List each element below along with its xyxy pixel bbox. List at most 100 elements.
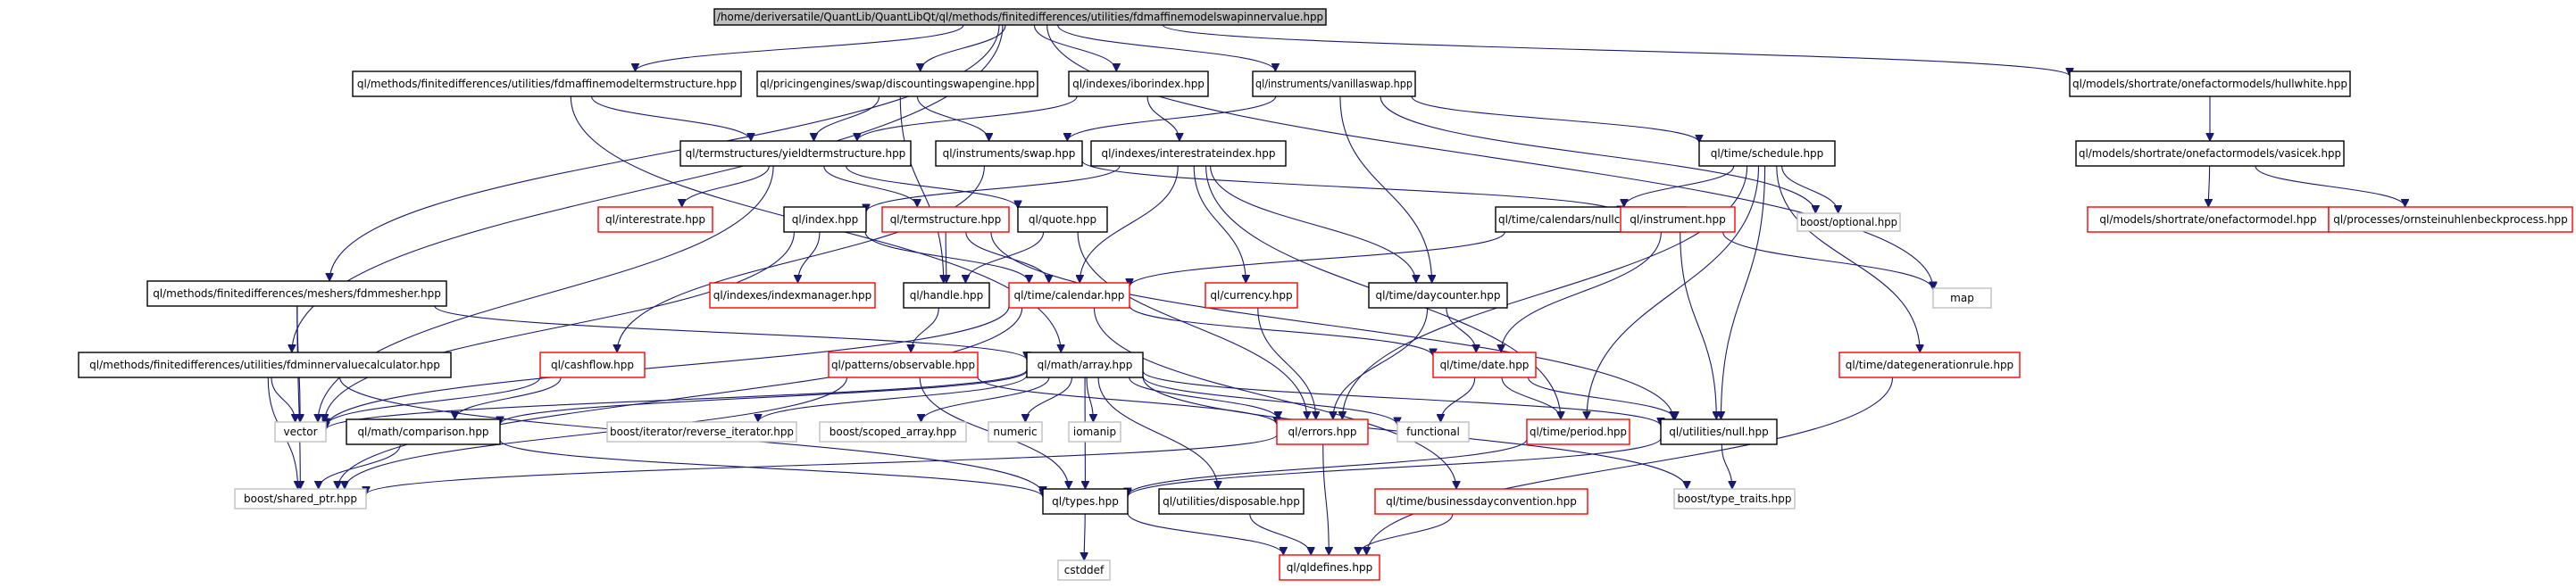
edge-currency-to-errors bbox=[1257, 307, 1316, 419]
node-qldefines[interactable]: ql/qldefines.hpp bbox=[1279, 554, 1380, 581]
node-label-irindex: ql/indexes/interestrateindex.hpp bbox=[1101, 147, 1275, 160]
node-box-dategenrule bbox=[1838, 352, 2021, 378]
node-currency[interactable]: ql/currency.hpp bbox=[1205, 282, 1298, 309]
node-cashflow[interactable]: ql/cashflow.hpp bbox=[539, 352, 646, 378]
node-label-vector: vector bbox=[283, 426, 317, 438]
node-label-cashflow: ql/cashflow.hpp bbox=[551, 359, 634, 371]
edge-yieldts-to-interestrate bbox=[682, 165, 770, 208]
edge-quote-to-errors bbox=[1077, 231, 1307, 419]
node-box-interestrate bbox=[597, 206, 713, 233]
edge-daycounter-to-errors bbox=[1333, 307, 1429, 419]
node-box-fdmaffts bbox=[352, 70, 742, 97]
edge-schedule-to-dategenrule bbox=[1776, 165, 1920, 352]
node-box-array bbox=[1026, 352, 1144, 378]
node-calendar[interactable]: ql/time/calendar.hpp bbox=[1008, 282, 1130, 309]
node-label-handle: ql/handle.hpp bbox=[910, 289, 984, 302]
node-ornstein[interactable]: ql/processes/ornsteinuhlenbeckprocess.hp… bbox=[2328, 206, 2573, 233]
node-types[interactable]: ql/types.hpp bbox=[1042, 488, 1129, 515]
node-functional: functional bbox=[1396, 421, 1470, 443]
node-box-bdconv bbox=[1374, 488, 1588, 515]
node-index[interactable]: ql/index.hpp bbox=[783, 206, 867, 233]
node-schedule[interactable]: ql/time/schedule.hpp bbox=[1698, 140, 1836, 167]
node-label-null: ql/utilities/null.hpp bbox=[1669, 426, 1769, 438]
node-box-observable bbox=[828, 352, 979, 378]
node-box-cashflow bbox=[539, 352, 646, 378]
node-label-scoped: boost/scoped_array.hpp bbox=[829, 426, 957, 438]
edge-array-to-numeric bbox=[1025, 377, 1072, 423]
edge-array-to-functional bbox=[1142, 376, 1397, 426]
node-label-optional: boost/optional.hpp bbox=[1800, 216, 1897, 228]
edge-comparison-to-types bbox=[499, 439, 1043, 498]
node-instrument[interactable]: ql/instrument.hpp bbox=[1620, 206, 1736, 233]
node-termstructure[interactable]: ql/termstructure.hpp bbox=[881, 206, 1010, 233]
node-array[interactable]: ql/math/array.hpp bbox=[1026, 352, 1144, 378]
node-comparison[interactable]: ql/math/comparison.hpp bbox=[346, 418, 501, 445]
node-innercalc[interactable]: ql/methods/finitedifferences/utilities/f… bbox=[78, 352, 452, 378]
node-yieldts[interactable]: ql/termstructures/yieldtermstructure.hpp bbox=[679, 140, 912, 167]
node-label-array: ql/math/array.hpp bbox=[1038, 359, 1133, 371]
edge-cashflow-to-comparison bbox=[454, 377, 562, 420]
node-period[interactable]: ql/time/period.hpp bbox=[1526, 418, 1630, 445]
node-hullwhite[interactable]: ql/models/shortrate/onefactormodels/hull… bbox=[2069, 70, 2351, 97]
edge-observable-to-shared bbox=[345, 377, 848, 489]
node-box-map bbox=[1932, 287, 1992, 309]
node-label-swap: ql/instruments/swap.hpp bbox=[943, 147, 1076, 160]
node-errors[interactable]: ql/errors.hpp bbox=[1276, 418, 1369, 445]
node-bdconv[interactable]: ql/time/businessdayconvention.hpp bbox=[1374, 488, 1588, 515]
node-dategenrule[interactable]: ql/time/dategenerationrule.hpp bbox=[1838, 352, 2021, 378]
node-quote[interactable]: ql/quote.hpp bbox=[1017, 206, 1108, 233]
edge-array-to-revit bbox=[758, 375, 1028, 423]
node-label-numeric: numeric bbox=[993, 426, 1037, 438]
node-box-typetraits bbox=[1673, 488, 1796, 509]
node-vasicek[interactable]: ql/models/shortrate/onefactormodels/vasi… bbox=[2075, 140, 2345, 167]
node-box-swap bbox=[935, 140, 1083, 167]
node-interestrate[interactable]: ql/interestrate.hpp bbox=[597, 206, 713, 233]
node-date[interactable]: ql/time/date.hpp bbox=[1432, 352, 1537, 378]
node-box-daycounter bbox=[1368, 282, 1508, 309]
node-label-onefactor: ql/models/shortrate/onefactormodel.hpp bbox=[2099, 213, 2316, 226]
node-observable[interactable]: ql/patterns/observable.hpp bbox=[828, 352, 979, 378]
node-label-yieldts: ql/termstructures/yieldtermstructure.hpp bbox=[686, 147, 906, 160]
edge-irindex-to-index bbox=[866, 165, 1121, 212]
node-iborindex[interactable]: ql/indexes/iborindex.hpp bbox=[1068, 70, 1209, 97]
node-box-iomanip bbox=[1068, 421, 1121, 443]
edge-swap-to-instrument bbox=[1081, 160, 1621, 215]
node-label-ornstein: ql/processes/ornsteinuhlenbeckprocess.hp… bbox=[2333, 213, 2568, 226]
node-box-disposable bbox=[1158, 488, 1305, 515]
node-box-cstddef bbox=[1057, 559, 1111, 581]
node-box-shared bbox=[234, 488, 367, 509]
node-label-iborindex: ql/indexes/iborindex.hpp bbox=[1072, 78, 1205, 90]
node-irindex[interactable]: ql/indexes/interestrateindex.hpp bbox=[1090, 140, 1287, 167]
node-box-discswap bbox=[756, 70, 1038, 97]
node-handle[interactable]: ql/handle.hpp bbox=[903, 282, 990, 309]
dependency-edges bbox=[267, 24, 2405, 560]
node-root[interactable]: /home/deriversatile/QuantLib/QuantLibQt/… bbox=[713, 8, 1327, 26]
edge-quote-to-handle bbox=[965, 231, 1045, 284]
node-indexmanager[interactable]: ql/indexes/indexmanager.hpp bbox=[709, 282, 876, 309]
node-box-null bbox=[1660, 418, 1778, 445]
edge-array-to-iomanip bbox=[1086, 377, 1093, 422]
node-discswap[interactable]: ql/pricingengines/swap/discountingswapen… bbox=[756, 70, 1038, 97]
node-box-qldefines bbox=[1279, 554, 1380, 581]
node-label-iomanip: iomanip bbox=[1073, 426, 1116, 438]
edge-swap-to-cashflow bbox=[617, 165, 985, 352]
node-vanillaswap[interactable]: ql/instruments/vanillaswap.hpp bbox=[1252, 70, 1416, 97]
node-box-errors bbox=[1276, 418, 1369, 445]
node-fdmaffts[interactable]: ql/methods/finitedifferences/utilities/f… bbox=[352, 70, 742, 97]
edge-termstructure-to-null bbox=[990, 231, 1673, 419]
node-swap[interactable]: ql/instruments/swap.hpp bbox=[935, 140, 1083, 167]
edge-errors-to-qldefines bbox=[1322, 443, 1330, 555]
node-map: map bbox=[1932, 287, 1992, 309]
edge-discswap-to-swap bbox=[916, 95, 988, 142]
node-box-vanillaswap bbox=[1252, 70, 1416, 97]
node-daycounter[interactable]: ql/time/daycounter.hpp bbox=[1368, 282, 1508, 309]
node-disposable[interactable]: ql/utilities/disposable.hpp bbox=[1158, 488, 1305, 515]
node-onefactor[interactable]: ql/models/shortrate/onefactormodel.hpp bbox=[2087, 206, 2330, 233]
node-box-date bbox=[1432, 352, 1537, 378]
edge-root-to-hullwhite bbox=[1162, 24, 2070, 77]
node-null[interactable]: ql/utilities/null.hpp bbox=[1660, 418, 1778, 445]
node-fdmmesher[interactable]: ql/methods/finitedifferences/meshers/fdm… bbox=[146, 280, 447, 307]
edge-array-to-vector bbox=[326, 369, 1028, 431]
edge-date-to-null bbox=[1527, 377, 1676, 420]
